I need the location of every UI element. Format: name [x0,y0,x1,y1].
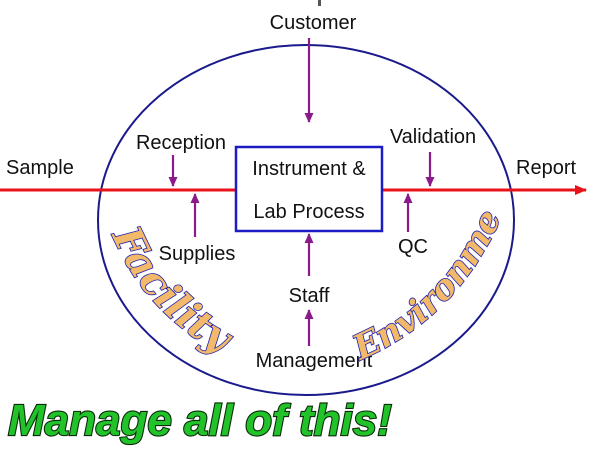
customer-label: Customer [270,12,357,34]
system-boundary-ellipse [97,44,515,396]
staff-label: Staff [289,285,330,307]
supplies-label: Supplies [159,243,236,265]
sample-label: Sample [6,157,74,179]
process-box-line-1: Instrument & [252,158,366,180]
qc-label: QC [398,236,428,258]
validation-label: Validation [390,126,476,148]
reception-label: Reception [136,132,226,154]
facility-arc-word: Facility [102,218,241,363]
slogan-text: Manage all of this! [8,396,392,445]
facility-arc-text: Facility [101,217,242,364]
report-label: Report [516,157,576,179]
process-box-line-2: Lab Process [253,201,364,223]
top-marker [318,0,321,6]
instrument-lab-process-box [234,145,384,233]
management-label: Management [256,350,373,372]
